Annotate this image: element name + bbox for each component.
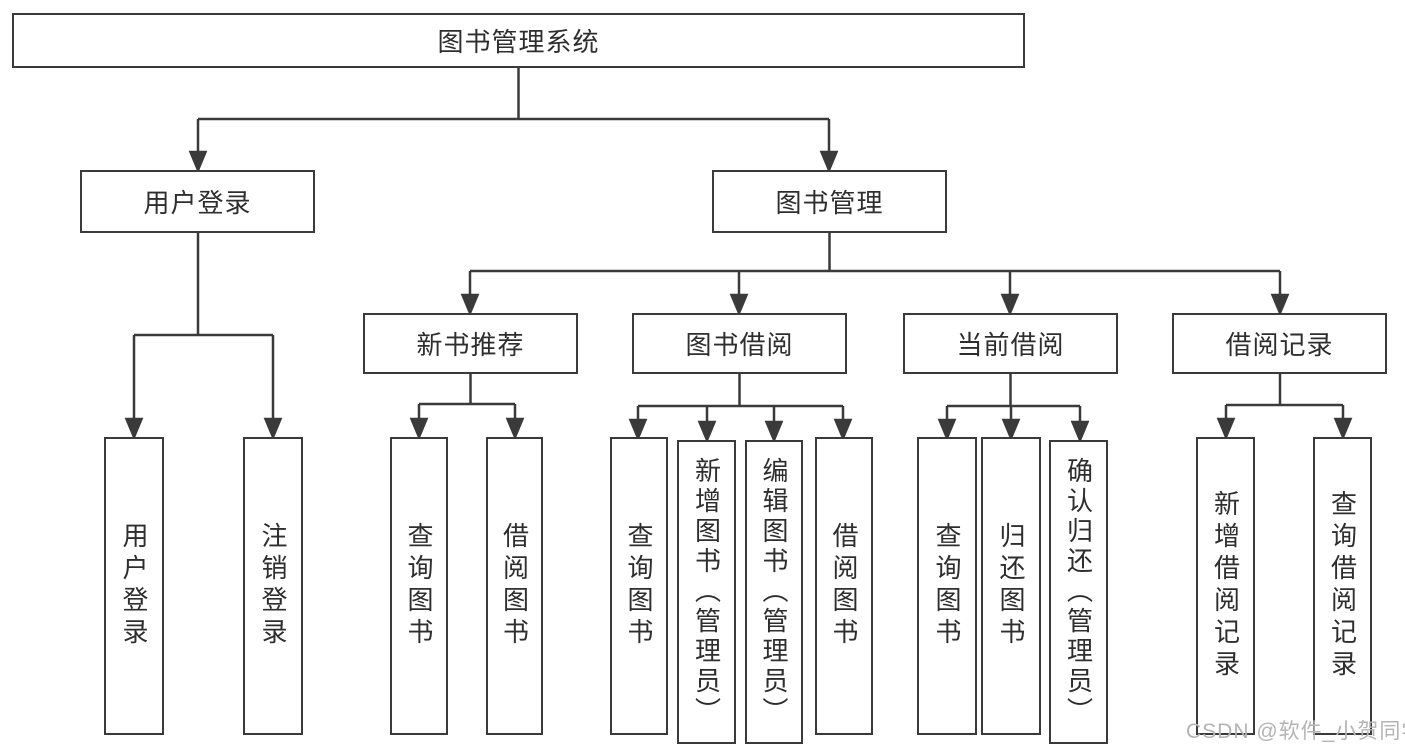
arrowhead-icon xyxy=(409,417,429,441)
connector-line xyxy=(945,374,1082,423)
leaf-label: 借阅图书 xyxy=(499,522,530,650)
arrowhead-icon xyxy=(697,420,717,444)
leaf-user-login: 用户登录 xyxy=(104,437,164,735)
connector-line xyxy=(132,233,275,420)
connector-book-management xyxy=(460,233,1290,317)
leaf-label: 确认归还（管理员） xyxy=(1063,457,1094,727)
leaf-label: 借阅图书 xyxy=(829,522,859,650)
arrowhead-icon xyxy=(1001,418,1021,442)
leaf-return-books: 归还图书 xyxy=(981,437,1041,735)
arrowhead-icon xyxy=(188,150,208,174)
connector-line xyxy=(636,374,845,423)
leaf-query-books-borrowing: 查询图书 xyxy=(610,437,668,735)
node-borrowing-records: 借阅记录 xyxy=(1172,313,1387,374)
connector-book-borrowing xyxy=(628,374,853,444)
csdn-watermark: CSDN @软件_小贺同学 xyxy=(1186,720,1405,743)
leaf-label: 注销登录 xyxy=(258,522,288,650)
connector-line xyxy=(417,374,517,420)
connector-root xyxy=(188,68,839,174)
connector-current-borrowing xyxy=(937,374,1090,444)
arrowhead-icon xyxy=(505,417,525,441)
node-current-borrowing: 当前借阅 xyxy=(903,313,1118,374)
arrowhead-icon xyxy=(1270,293,1290,317)
leaf-label: 归还图书 xyxy=(996,522,1026,650)
connector-user-login xyxy=(124,233,283,441)
arrowhead-icon xyxy=(460,293,480,317)
leaf-label: 查询图书 xyxy=(404,522,434,650)
node-new-book-recommend: 新书推荐 xyxy=(363,313,578,374)
node-user-login: 用户登录 xyxy=(80,170,315,233)
leaf-query-borrow-record: 查询借阅记录 xyxy=(1313,437,1372,735)
leaf-label: 查询图书 xyxy=(624,522,654,650)
leaf-borrow-books-recommend: 借阅图书 xyxy=(486,437,543,735)
leaf-query-books-current: 查询图书 xyxy=(917,437,977,735)
arrowhead-icon xyxy=(833,418,853,442)
arrowhead-icon xyxy=(1000,293,1020,317)
connector-line xyxy=(468,233,1282,296)
node-library-system: 图书管理系统 xyxy=(12,13,1025,68)
arrowhead-icon xyxy=(124,417,144,441)
leaf-label: 用户登录 xyxy=(119,522,149,650)
arrowhead-icon xyxy=(819,150,839,174)
leaf-logout: 注销登录 xyxy=(243,437,303,735)
connector-new-book-recommend xyxy=(409,374,525,441)
arrowhead-icon xyxy=(937,418,957,442)
arrowhead-icon xyxy=(628,418,648,442)
leaf-add-borrow-record: 新增借阅记录 xyxy=(1196,437,1255,735)
connector-line xyxy=(196,68,831,153)
leaf-borrow-books-borrowing: 借阅图书 xyxy=(815,437,873,735)
connector-line xyxy=(1224,374,1345,420)
leaf-query-books-recommend: 查询图书 xyxy=(390,437,448,735)
node-book-borrowing: 图书借阅 xyxy=(632,313,847,374)
connector-borrowing-records xyxy=(1216,374,1353,441)
leaf-edit-books-admin: 编辑图书（管理员） xyxy=(745,440,803,744)
node-book-management: 图书管理 xyxy=(712,170,947,233)
leaf-label: 编辑图书（管理员） xyxy=(759,457,789,727)
arrowhead-icon xyxy=(764,420,784,444)
arrowhead-icon xyxy=(1333,417,1353,441)
leaf-confirm-return-admin: 确认归还（管理员） xyxy=(1049,440,1108,744)
leaf-label: 新增借阅记录 xyxy=(1210,490,1241,682)
arrowhead-icon xyxy=(1070,420,1090,444)
leaf-add-books-admin: 新增图书（管理员） xyxy=(677,440,736,744)
arrowhead-icon xyxy=(1216,417,1236,441)
leaf-label: 查询图书 xyxy=(932,522,962,650)
arrowhead-icon xyxy=(263,417,283,441)
arrowhead-icon xyxy=(729,293,749,317)
leaf-label: 查询借阅记录 xyxy=(1327,490,1358,682)
leaf-label: 新增图书（管理员） xyxy=(691,457,722,727)
